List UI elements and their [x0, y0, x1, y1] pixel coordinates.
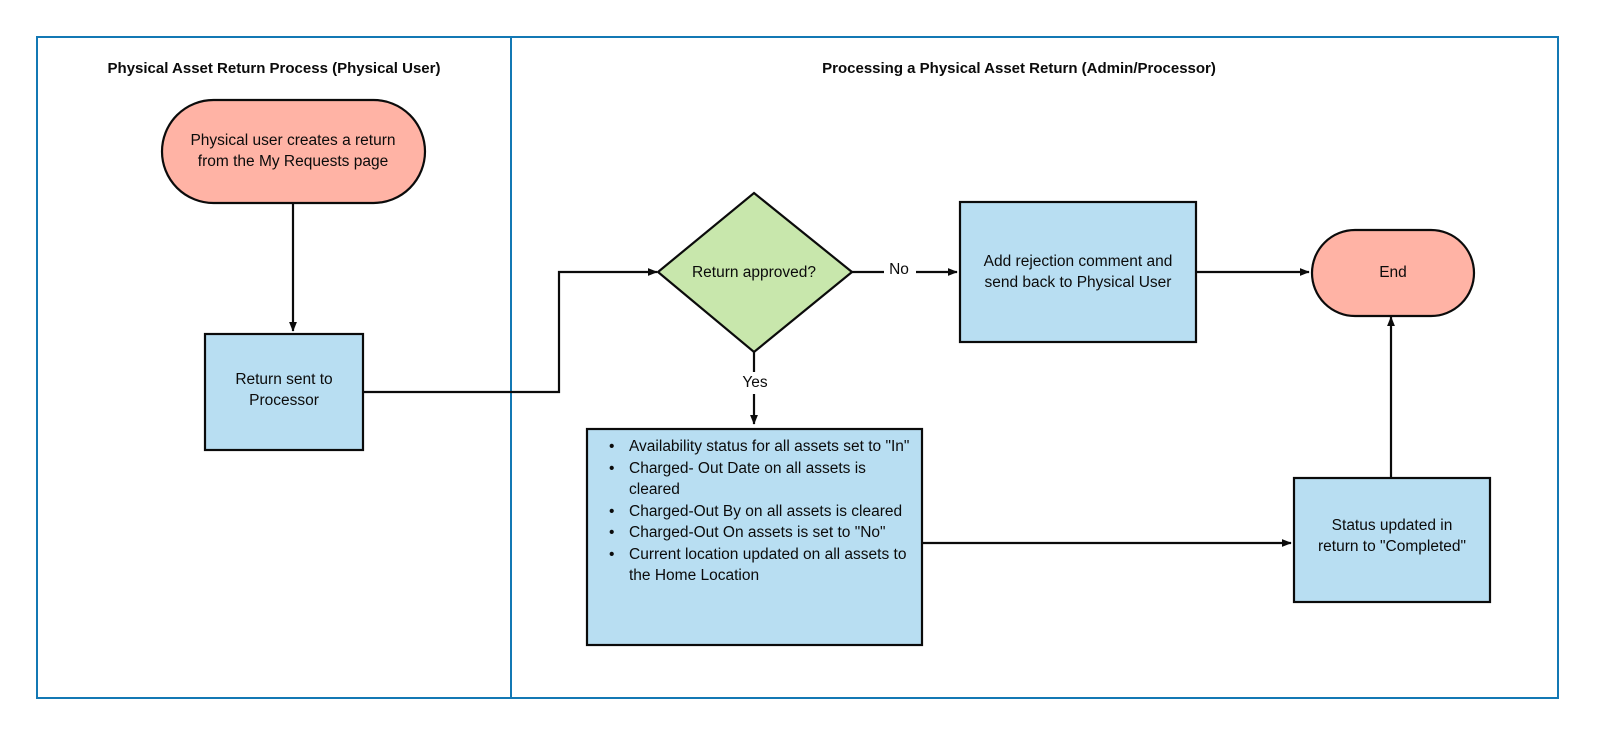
edge-label-yes-backdrop: [731, 372, 769, 394]
list-item: Charged-Out On assets is set to "No": [609, 522, 919, 544]
node-return-sent-to-processor[interactable]: Return sent to Processor: [203, 332, 365, 452]
node-decision-label: Return approved?: [692, 264, 816, 281]
node-start-label-line1: Physical user creates a return: [190, 132, 395, 149]
list-item: Current location updated on all assets t…: [609, 544, 919, 587]
node-return-sent-shape: [203, 332, 365, 452]
swimlane-frame: [36, 36, 1559, 699]
node-asset-updates-bullet-list: Availability status for all assets set t…: [590, 433, 919, 641]
node-return-sent-label-line2: Processor: [249, 392, 319, 409]
node-end[interactable]: End: [1310, 228, 1476, 318]
node-status-updated[interactable]: Status updated in return to "Completed": [1292, 476, 1492, 604]
lane-title-right: Processing a Physical Asset Return (Admi…: [822, 60, 1216, 77]
node-status-updated-shape: [1292, 476, 1492, 604]
edge-label-no-text: No: [889, 261, 909, 278]
edge-return-sent-to-decision: [363, 268, 658, 394]
node-start-label-line2: from the My Requests page: [198, 153, 388, 170]
node-decision-return-approved[interactable]: Return approved?: [656, 191, 854, 354]
node-start[interactable]: Physical user creates a return from the …: [160, 98, 427, 205]
node-decision-shape: [656, 191, 854, 354]
lane-title-left: Physical Asset Return Process (Physical …: [108, 60, 441, 77]
node-rejection-shape: [958, 200, 1198, 344]
node-rejection-label-line1: Add rejection comment and: [984, 253, 1173, 270]
edge-label-yes: Yes: [742, 374, 768, 391]
node-end-shape: [1310, 228, 1476, 318]
asset-updates-list: Availability status for all assets set t…: [590, 436, 919, 587]
node-add-rejection-comment[interactable]: Add rejection comment and send back to P…: [958, 200, 1198, 344]
edge-label-no-backdrop: [884, 259, 916, 281]
node-status-updated-label-line1: Status updated in: [1332, 517, 1453, 534]
node-return-sent-label-line1: Return sent to: [235, 371, 332, 388]
list-item: Charged-Out By on all assets is cleared: [609, 501, 919, 523]
list-item: Availability status for all assets set t…: [609, 436, 919, 458]
node-start-shape: [160, 98, 427, 205]
node-end-label: End: [1379, 264, 1407, 281]
node-rejection-label-line2: send back to Physical User: [985, 274, 1172, 291]
node-status-updated-label-line2: return to "Completed": [1318, 538, 1466, 555]
list-item: Charged- Out Date on all assets is clear…: [609, 458, 919, 501]
